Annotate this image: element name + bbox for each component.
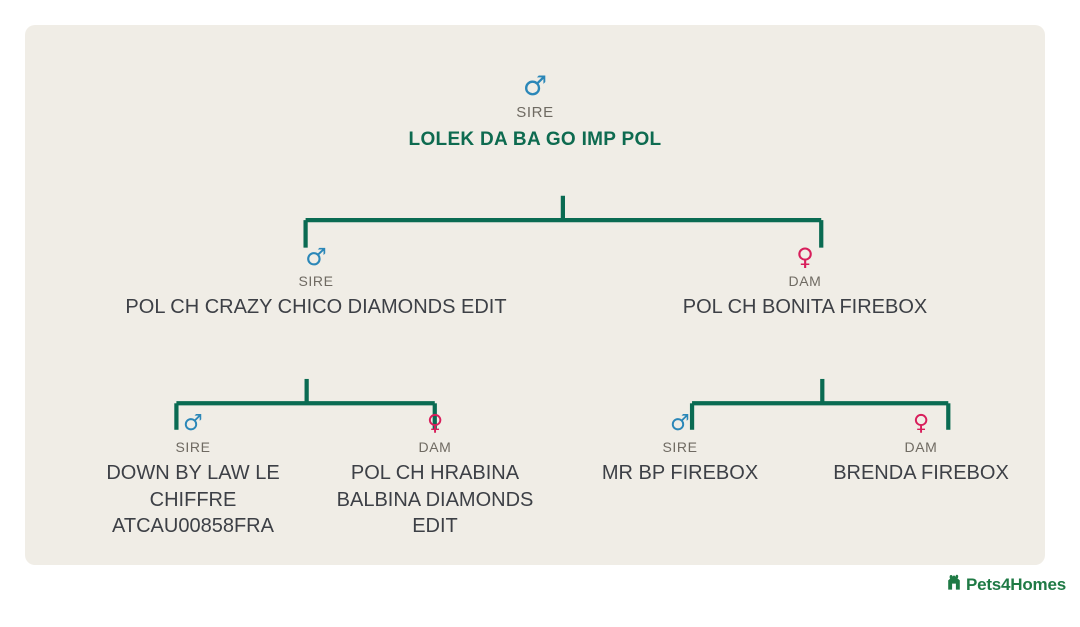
node-role-label: DAM: [418, 439, 452, 455]
female-gender-icon: ♀: [796, 243, 814, 271]
node-name: MR BP FIREBOX: [601, 462, 759, 485]
female-gender-icon: ♀: [426, 411, 444, 436]
male-gender-icon: ♂: [670, 411, 690, 436]
pedigree-node-gen1-sire: ♂ SIRE POL CH CRAZY CHICO DIAMONDS EDIT: [81, 245, 551, 321]
pedigree-node-gen2-sire-2: ♂ SIRE MR BP FIREBOX: [565, 413, 795, 487]
brand-name: Pets4Homes: [965, 575, 1066, 594]
pedigree-node-gen2-dam-1: ♀ DAM POL CH HRABINA BALBINA DIAMONDS ED…: [320, 413, 550, 540]
node-role-label: SIRE: [516, 104, 554, 121]
node-role-label: SIRE: [298, 273, 334, 289]
brand-logo: Pets4Homes: [946, 573, 1066, 596]
pets4homes-house-icon: [946, 573, 963, 596]
node-role-label: SIRE: [662, 439, 698, 455]
male-gender-icon: ♂: [522, 71, 548, 102]
female-gender-icon: ♀: [912, 411, 930, 436]
node-name: POL CH BONITA FIREBOX: [682, 296, 928, 319]
node-role-label: DAM: [788, 273, 822, 289]
node-name: DOWN BY LAW LE CHIFFRE ATCAU00858FRA: [106, 462, 280, 538]
node-role-label: SIRE: [175, 439, 211, 455]
node-role-label: DAM: [904, 439, 938, 455]
node-name: POL CH CRAZY CHICO DIAMONDS EDIT: [125, 296, 507, 319]
node-name: POL CH HRABINA BALBINA DIAMONDS EDIT: [336, 462, 534, 538]
pedigree-node-root: ♂ SIRE LOLEK DA BA GO IMP POL: [225, 73, 845, 153]
pedigree-node-gen2-dam-2: ♀ DAM BRENDA FIREBOX: [806, 413, 1036, 487]
node-name: LOLEK DA BA GO IMP POL: [408, 129, 662, 151]
male-gender-icon: ♂: [183, 411, 203, 436]
pedigree-node-gen2-sire-1: ♂ SIRE DOWN BY LAW LE CHIFFRE ATCAU00858…: [78, 413, 308, 540]
male-gender-icon: ♂: [305, 243, 327, 271]
pedigree-node-gen1-dam: ♀ DAM POL CH BONITA FIREBOX: [570, 245, 1040, 321]
node-name: BRENDA FIREBOX: [833, 462, 1009, 485]
pedigree-card: ♂ SIRE LOLEK DA BA GO IMP POL ♂ SIRE POL…: [25, 25, 1045, 565]
